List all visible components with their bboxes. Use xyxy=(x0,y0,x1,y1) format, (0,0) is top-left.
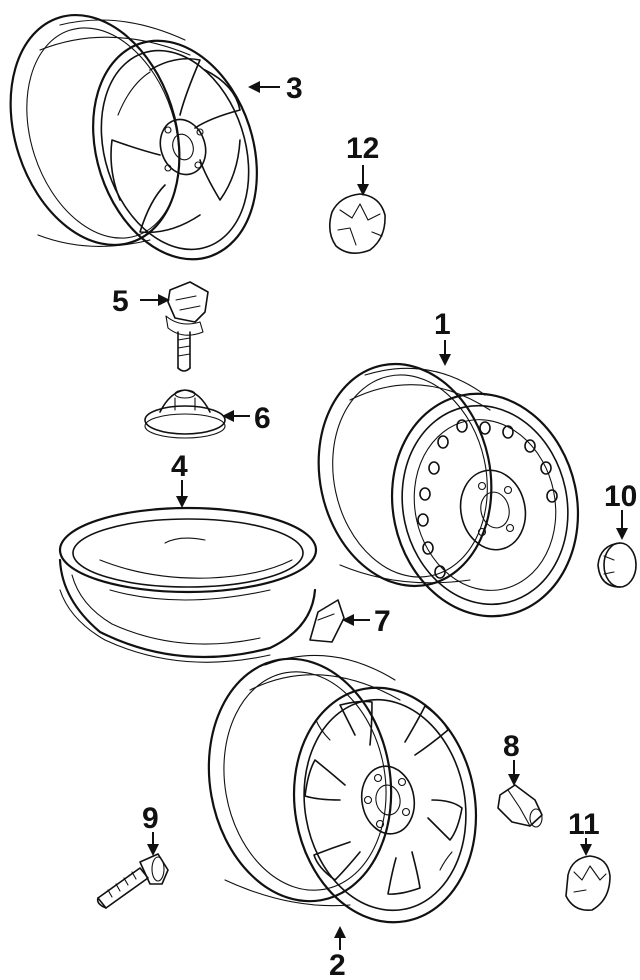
callout-10: 10 xyxy=(604,480,637,513)
balance-weight xyxy=(309,599,345,643)
alloy-wheel-lower xyxy=(207,654,478,924)
callout-6: 6 xyxy=(254,402,271,435)
spacer-cone xyxy=(144,389,226,439)
callout-3: 3 xyxy=(286,72,303,105)
center-cap-alloy xyxy=(565,855,611,912)
spare-wheel xyxy=(58,506,318,663)
spare-hold-bolt xyxy=(165,281,209,372)
center-cap-upper xyxy=(328,193,386,254)
alloy-wheel-upper xyxy=(9,13,258,261)
steel-wheel xyxy=(317,362,580,618)
callout-7: 7 xyxy=(374,605,391,638)
callout-1: 1 xyxy=(434,308,451,341)
callout-8: 8 xyxy=(503,730,520,763)
callout-5: 5 xyxy=(112,285,129,318)
callout-9: 9 xyxy=(142,802,159,835)
center-cap-steel xyxy=(597,542,637,588)
lug-nut xyxy=(497,784,543,828)
callout-12: 12 xyxy=(346,132,379,165)
callout-labels: 3 12 5 6 1 4 10 7 8 9 11 2 xyxy=(112,72,637,980)
leader-lines xyxy=(140,81,628,950)
wheel-stud xyxy=(96,853,169,909)
callout-2: 2 xyxy=(329,949,346,980)
callout-4: 4 xyxy=(171,450,188,483)
callout-11: 11 xyxy=(568,808,600,841)
